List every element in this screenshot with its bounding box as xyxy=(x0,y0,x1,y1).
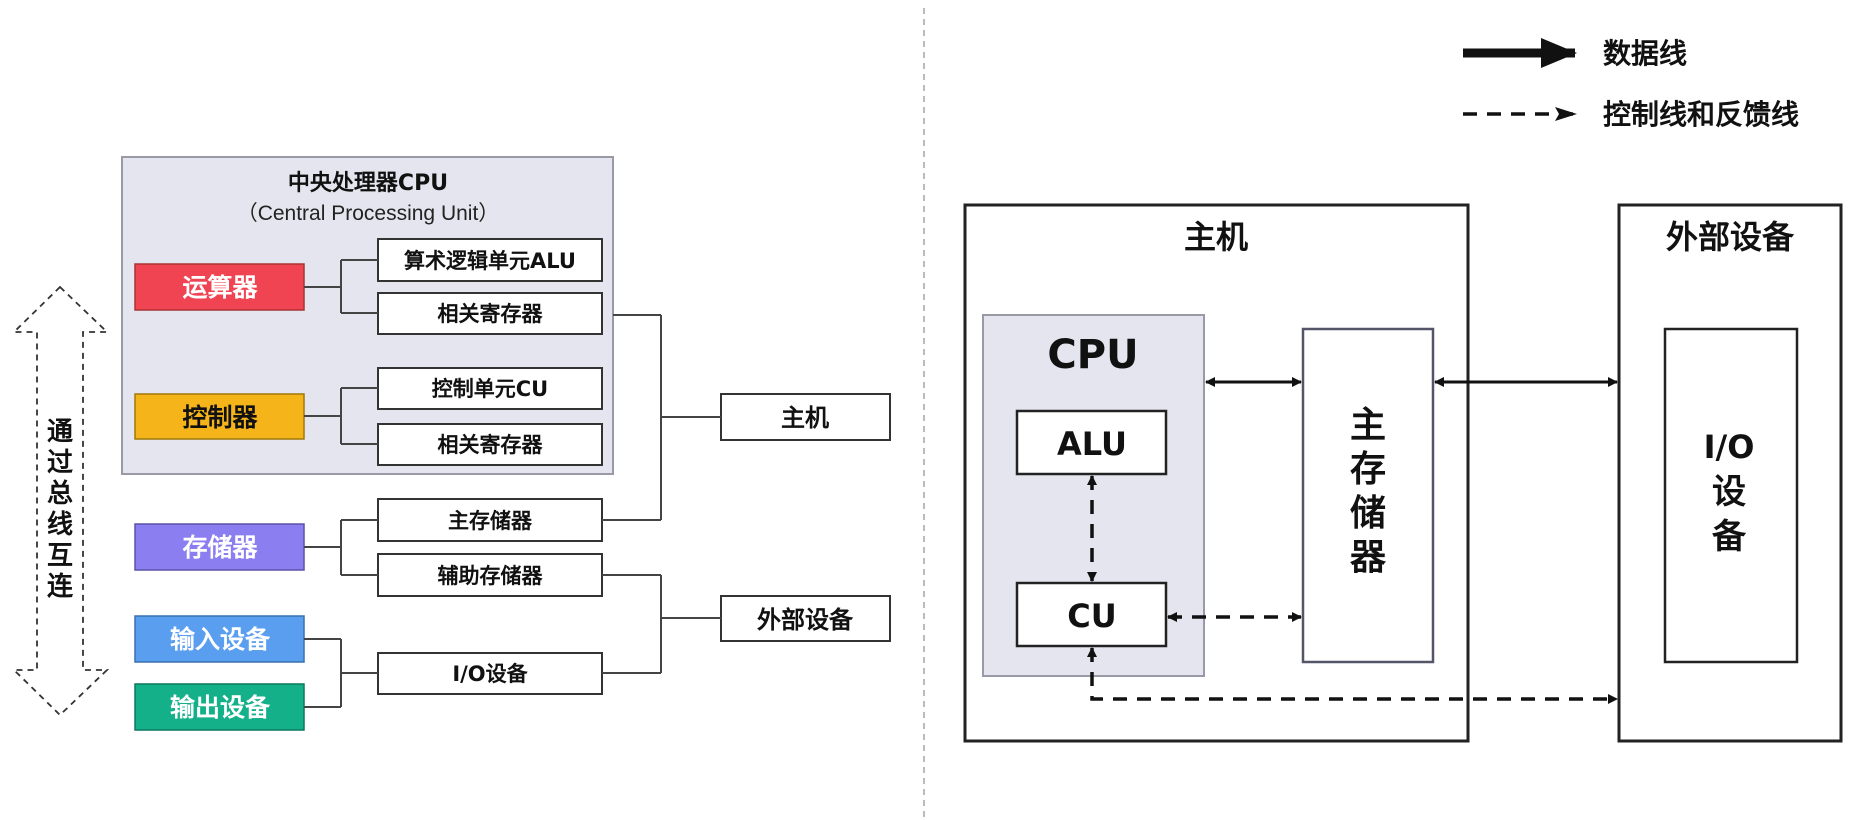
bus-label-char: 线 xyxy=(47,510,73,540)
legend-control-line: 控制线和反馈线 xyxy=(1463,98,1799,131)
sub-box-label: 主存储器 xyxy=(448,509,533,533)
io-char: 备 xyxy=(1712,517,1747,557)
cpu-subtitle: （Central Processing Unit） xyxy=(237,202,500,225)
legend-label: 数据线 xyxy=(1603,37,1687,70)
sub-box-main-memory[interactable]: 主存储器 xyxy=(377,498,603,542)
bus-label-char: 通 xyxy=(47,417,73,447)
legend: 数据线 控制线和反馈线 xyxy=(1463,37,1799,131)
external-title: 外部设备 xyxy=(1666,218,1795,256)
bus-label-char: 总 xyxy=(47,479,73,509)
group-label: 主机 xyxy=(781,404,829,432)
component-controller[interactable]: 控制器 xyxy=(134,393,305,440)
sub-box-label: 辅助存储器 xyxy=(438,564,544,588)
component-label: 控制器 xyxy=(182,403,258,432)
cu-box[interactable]: CU xyxy=(1015,581,1168,648)
component-label: 输入设备 xyxy=(170,625,271,654)
alu-box[interactable]: ALU xyxy=(1015,409,1168,476)
main-memory-char: 器 xyxy=(1350,537,1387,578)
sub-box-auxiliary-memory[interactable]: 辅助存储器 xyxy=(377,553,603,597)
sub-box-cu-registers[interactable]: 相关寄存器 xyxy=(377,423,603,466)
connector-lines xyxy=(304,259,721,708)
component-memory[interactable]: 存储器 xyxy=(134,523,305,571)
bus-label-char: 连 xyxy=(47,572,74,602)
group-label: 外部设备 xyxy=(757,606,854,634)
legend-data-line: 数据线 xyxy=(1463,37,1687,70)
component-arithmetic-unit[interactable]: 运算器 xyxy=(134,263,305,311)
cpu-label: CPU xyxy=(1047,332,1138,378)
sub-box-alu[interactable]: 算术逻辑单元ALU xyxy=(377,238,603,282)
bus-interconnect-label: 通过总线互连 xyxy=(47,417,74,602)
component-label: 输出设备 xyxy=(170,693,271,722)
main-memory-char: 主 xyxy=(1350,405,1386,446)
io-char: 设 xyxy=(1712,472,1746,512)
sub-box-alu-registers[interactable]: 相关寄存器 xyxy=(377,292,603,335)
sub-box-label: 相关寄存器 xyxy=(438,433,544,457)
component-input-device[interactable]: 输入设备 xyxy=(134,615,305,663)
io-device-box[interactable]: I/O 设 备 xyxy=(1663,327,1799,664)
control-line-cu-io xyxy=(1087,647,1618,704)
cpu-title: 中央处理器CPU xyxy=(288,170,448,196)
main-memory-char: 存 xyxy=(1350,449,1386,490)
bus-label-char: 互 xyxy=(47,541,73,571)
main-memory-box[interactable]: 主 存 储 器 xyxy=(1301,327,1435,664)
sub-box-cu[interactable]: 控制单元CU xyxy=(377,367,603,410)
bus-interconnect-arrow xyxy=(11,285,110,717)
sub-box-label: 控制单元CU xyxy=(432,377,548,401)
sub-box-label: 算术逻辑单元ALU xyxy=(404,249,576,273)
group-box-host[interactable]: 主机 xyxy=(720,393,891,441)
sub-box-io-device[interactable]: I/O设备 xyxy=(377,652,603,695)
component-label: 运算器 xyxy=(182,273,258,302)
host-title: 主机 xyxy=(1184,218,1248,256)
component-output-device[interactable]: 输出设备 xyxy=(134,683,305,731)
cu-label: CU xyxy=(1067,597,1116,635)
alu-label: ALU xyxy=(1057,425,1127,463)
component-label: 存储器 xyxy=(182,533,258,562)
main-memory-char: 储 xyxy=(1350,493,1386,534)
sub-box-label: 相关寄存器 xyxy=(438,302,544,326)
sub-box-label: I/O设备 xyxy=(452,662,528,686)
legend-label: 控制线和反馈线 xyxy=(1603,98,1799,131)
group-box-external[interactable]: 外部设备 xyxy=(720,595,891,642)
bus-label-char: 过 xyxy=(47,448,73,478)
io-char: I/O xyxy=(1704,428,1755,466)
